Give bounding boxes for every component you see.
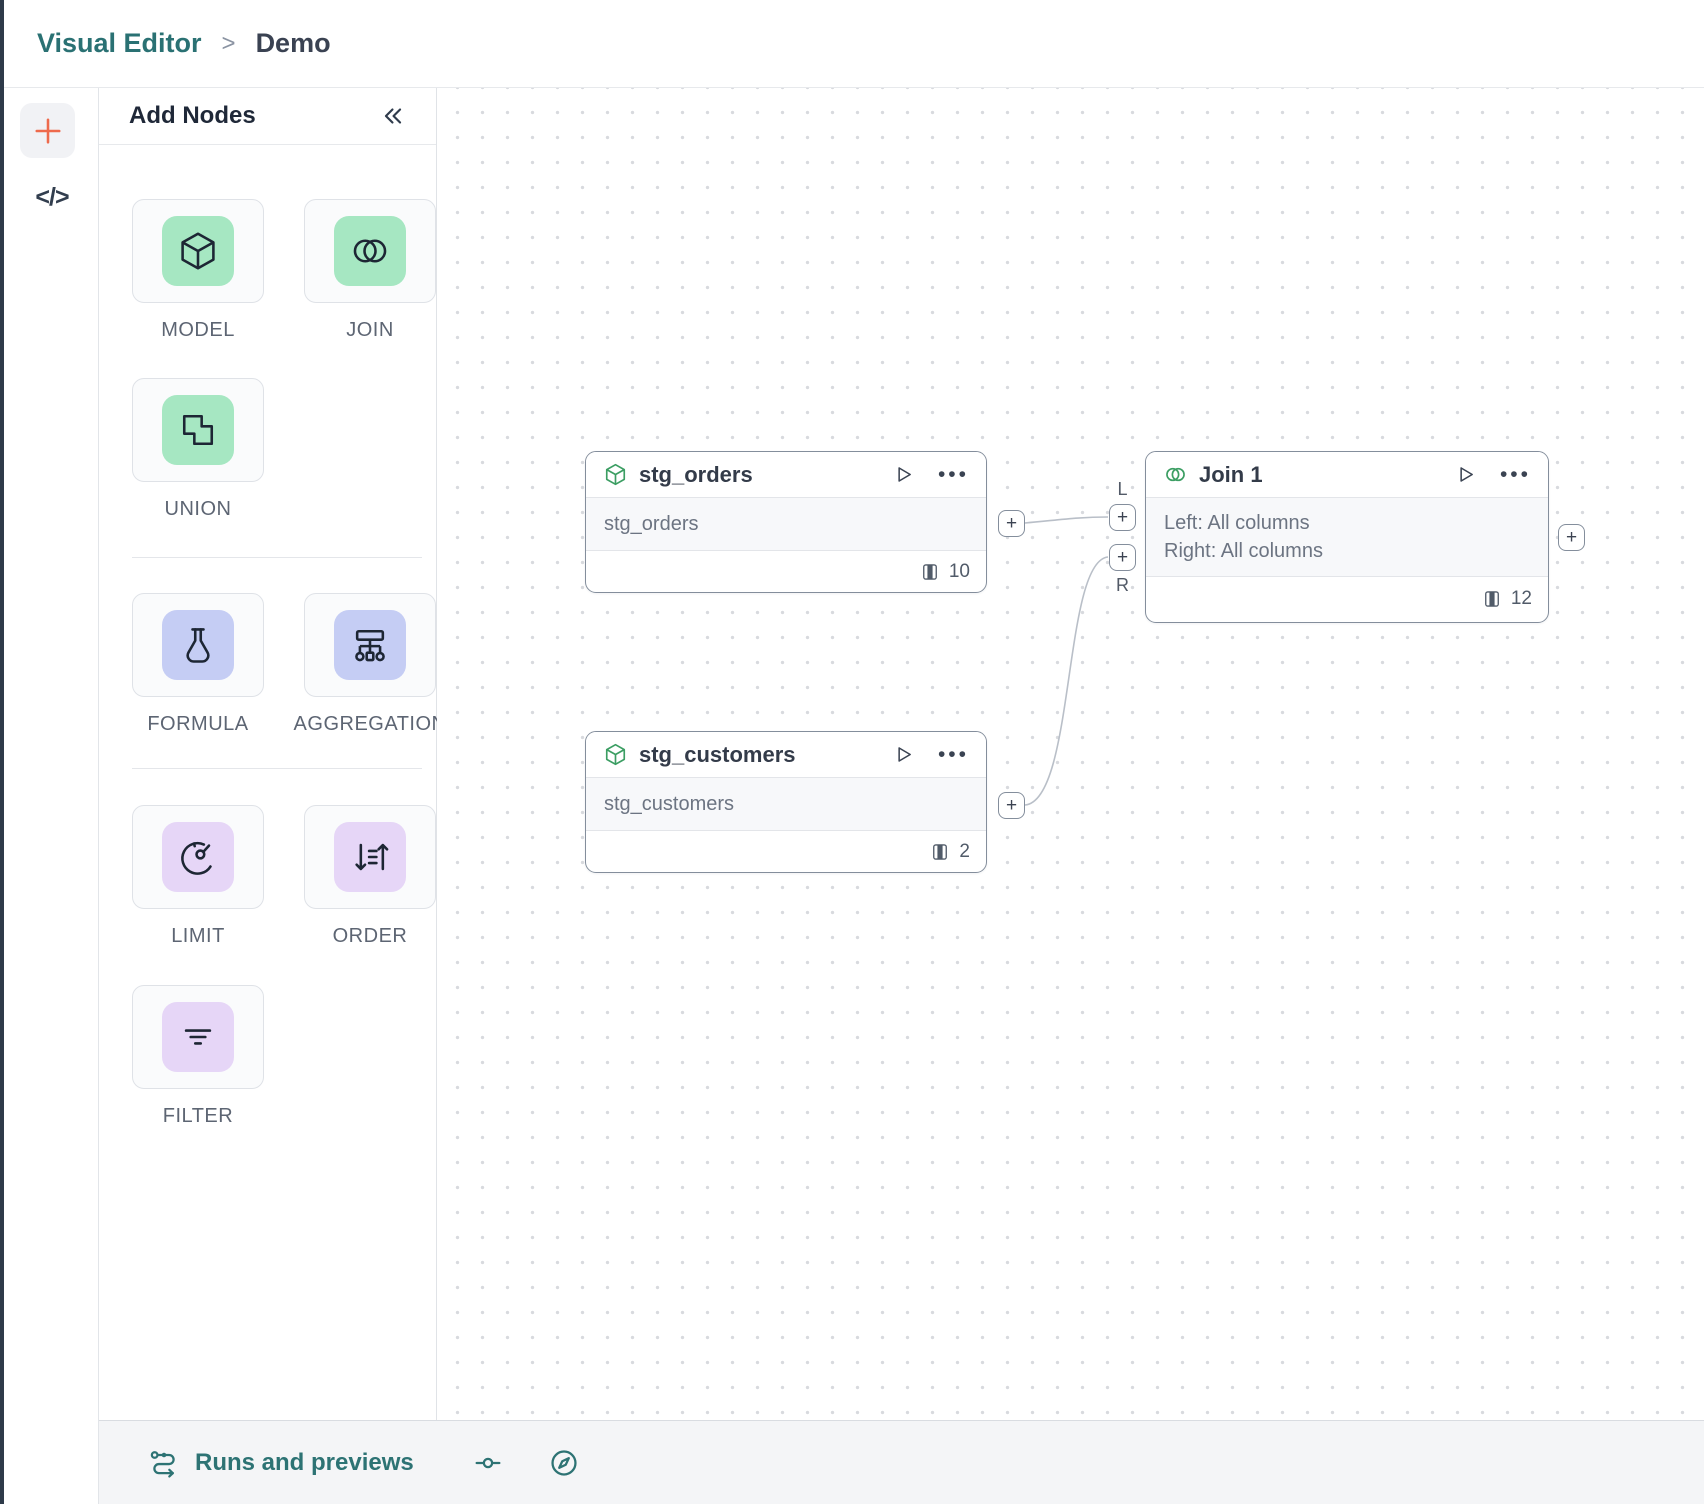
- palette-item-order[interactable]: ORDER: [304, 805, 436, 948]
- node-stg-customers[interactable]: stg_customers ••• stg_customers 2: [585, 731, 987, 873]
- bottom-status-bar: Runs and previews: [99, 1420, 1704, 1504]
- node-body: stg_orders: [586, 498, 986, 551]
- node-title: Join 1: [1199, 462, 1453, 488]
- play-icon: [891, 463, 914, 486]
- node-body: stg_customers: [586, 778, 986, 831]
- cube-icon: [176, 229, 220, 273]
- column-count: 2: [959, 841, 970, 863]
- node-menu-button[interactable]: •••: [1500, 452, 1531, 498]
- palette-item-union[interactable]: UNION: [132, 378, 264, 521]
- node-source-label: stg_customers: [604, 790, 734, 818]
- venn-icon: [348, 229, 392, 273]
- node-menu-button[interactable]: •••: [938, 452, 969, 498]
- column-count: 12: [1511, 588, 1532, 610]
- add-node-button[interactable]: [20, 103, 75, 158]
- breadcrumb-separator: >: [222, 30, 236, 58]
- node-header: stg_orders •••: [586, 452, 986, 498]
- node-title: stg_customers: [639, 742, 891, 768]
- chevrons-left-icon: [380, 103, 406, 129]
- palette-item-label: LIMIT: [171, 925, 225, 948]
- union-shapes-icon: [176, 408, 220, 452]
- handle-join-right-input[interactable]: +: [1109, 544, 1136, 571]
- columns-icon: [930, 842, 950, 862]
- palette-item-model[interactable]: MODEL: [132, 199, 264, 342]
- edge-orders-to-join-left: [1025, 517, 1108, 523]
- page-title: Demo: [256, 28, 331, 59]
- cube-icon: [603, 742, 628, 767]
- columns-icon: [920, 562, 940, 582]
- palette-item-join[interactable]: JOIN: [304, 199, 436, 342]
- flask-icon: [176, 623, 220, 667]
- node-title: stg_orders: [639, 462, 891, 488]
- add-nodes-panel: Add Nodes MODEL: [99, 88, 437, 1420]
- commit-icon: [472, 1447, 504, 1479]
- column-count: 10: [949, 561, 970, 583]
- edge-customers-to-join-right: [1025, 557, 1108, 805]
- explore-button[interactable]: [548, 1447, 580, 1479]
- node-footer: 12: [1146, 577, 1548, 621]
- collapse-panel-button[interactable]: [380, 103, 406, 129]
- palette-item-label: UNION: [165, 498, 232, 521]
- join-left-handle-label: L: [1109, 479, 1136, 500]
- runs-and-previews-button[interactable]: [148, 1447, 180, 1479]
- join-right-config: Right: All columns: [1164, 537, 1530, 565]
- runs-and-previews-label[interactable]: Runs and previews: [195, 1449, 414, 1477]
- join-left-config: Left: All columns: [1164, 509, 1530, 537]
- route-icon: [148, 1447, 180, 1479]
- join-right-handle-label: R: [1109, 575, 1136, 596]
- compass-icon: [548, 1447, 580, 1479]
- palette-divider: [132, 768, 422, 769]
- left-toolstrip: </>: [4, 88, 99, 1504]
- palette-divider: [132, 557, 422, 558]
- node-menu-button[interactable]: •••: [938, 732, 969, 778]
- palette-item-label: MODEL: [161, 319, 235, 342]
- breadcrumb-root-link[interactable]: Visual Editor: [37, 28, 202, 59]
- node-source-label: stg_orders: [604, 510, 699, 538]
- run-node-button[interactable]: [891, 463, 914, 486]
- palette-item-filter[interactable]: FILTER: [132, 985, 264, 1128]
- palette-item-label: FORMULA: [147, 713, 248, 736]
- play-icon: [1453, 463, 1476, 486]
- palette-item-limit[interactable]: LIMIT: [132, 805, 264, 948]
- sitemap-icon: [348, 623, 392, 667]
- node-footer: 2: [586, 831, 986, 872]
- run-node-button[interactable]: [1453, 463, 1476, 486]
- pipeline-canvas[interactable]: stg_orders ••• stg_orders 10: [437, 88, 1704, 1420]
- handle-join-output[interactable]: +: [1558, 524, 1585, 551]
- palette-item-label: AGGREGATION: [294, 713, 447, 736]
- node-footer: 10: [586, 551, 986, 592]
- filter-lines-icon: [176, 1015, 220, 1059]
- handle-stg-orders-output[interactable]: +: [998, 510, 1025, 537]
- node-header: Join 1 •••: [1146, 452, 1548, 498]
- palette-item-label: JOIN: [346, 319, 394, 342]
- node-stg-orders[interactable]: stg_orders ••• stg_orders 10: [585, 451, 987, 593]
- run-node-button[interactable]: [891, 743, 914, 766]
- play-icon: [891, 743, 914, 766]
- node-header: stg_customers •••: [586, 732, 986, 778]
- plus-icon: [30, 113, 66, 149]
- palette-item-formula[interactable]: FORMULA: [132, 593, 264, 736]
- columns-icon: [1482, 589, 1502, 609]
- palette-item-label: ORDER: [333, 925, 408, 948]
- breadcrumb: Visual Editor > Demo: [4, 0, 1704, 88]
- handle-stg-customers-output[interactable]: +: [998, 792, 1025, 819]
- gauge-icon: [176, 835, 220, 879]
- add-nodes-title: Add Nodes: [129, 102, 380, 130]
- palette-item-label: FILTER: [163, 1105, 233, 1128]
- sort-icon: [348, 835, 392, 879]
- node-join-1[interactable]: Join 1 ••• Left: All columns Right: All …: [1145, 451, 1549, 623]
- venn-icon: [1163, 462, 1188, 487]
- code-icon: </>: [35, 183, 68, 212]
- code-view-button[interactable]: </>: [26, 180, 78, 214]
- versions-button[interactable]: [472, 1447, 504, 1479]
- handle-join-left-input[interactable]: +: [1109, 504, 1136, 531]
- cube-icon: [603, 462, 628, 487]
- node-body: Left: All columns Right: All columns: [1146, 498, 1548, 577]
- palette-item-aggregation[interactable]: AGGREGATION: [304, 593, 436, 736]
- add-nodes-header: Add Nodes: [99, 88, 436, 145]
